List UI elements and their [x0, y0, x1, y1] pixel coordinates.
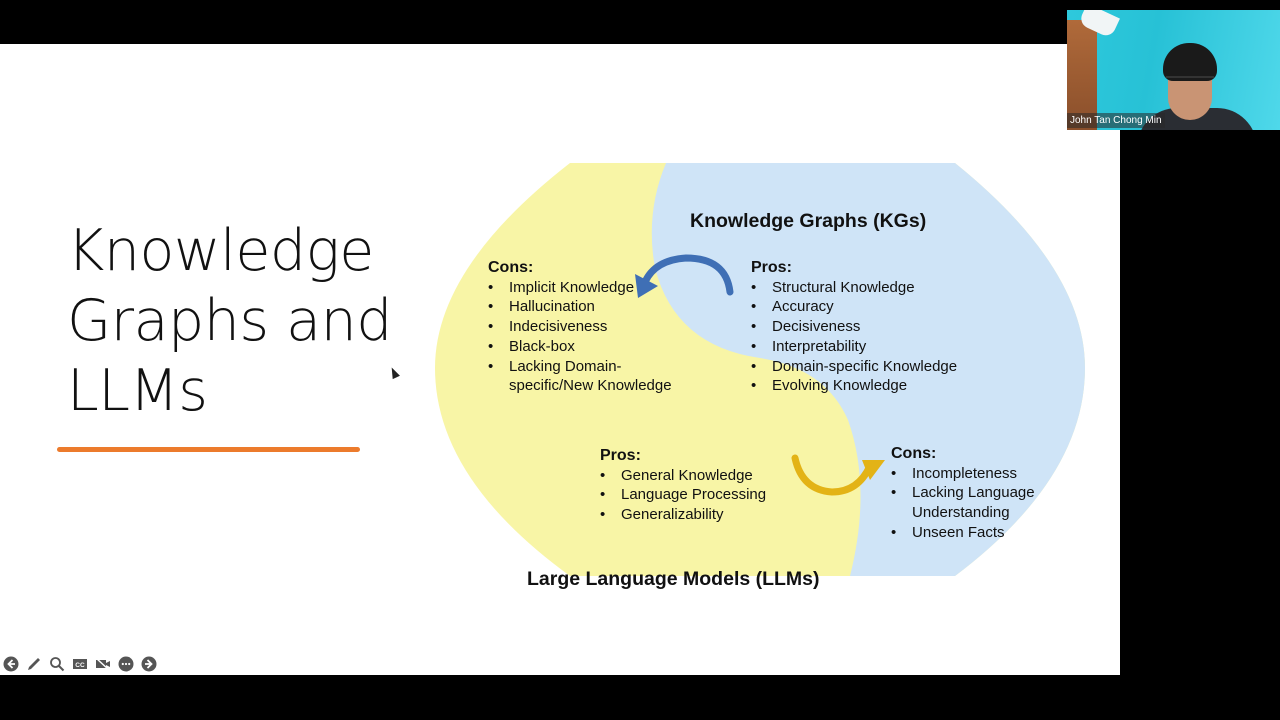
camera-off-button[interactable] [94, 655, 112, 673]
list-item: Lacking Domain-specific/New Knowledge [488, 357, 672, 396]
kg-cons-list: Incompleteness Lacking LanguageUnderstan… [891, 464, 1035, 543]
list-item: Accuracy [751, 297, 957, 317]
title-line-2: Graphs and [67, 288, 392, 354]
list-item: General Knowledge [600, 466, 766, 486]
list-item: Generalizability [600, 505, 766, 525]
participant-video-tile[interactable]: John Tan Chong Min [1067, 10, 1280, 130]
participant-name-label: John Tan Chong Min [1067, 113, 1165, 128]
llm-pros-label: Pros: [600, 447, 641, 464]
pen-button[interactable] [25, 655, 43, 673]
pen-icon [28, 658, 40, 670]
list-item: Domain-specific Knowledge [751, 357, 957, 377]
list-item: Decisiveness [751, 317, 957, 337]
llm-cons-block: Cons: Implicit Knowledge Hallucination I… [488, 258, 672, 396]
llm-cons-label: Cons: [488, 259, 534, 276]
kg-pros-list: Structural Knowledge Accuracy Decisivene… [751, 278, 957, 396]
more-dots-icon [118, 656, 134, 672]
magnifier-icon [50, 657, 65, 672]
llm-heading: Large Language Models (LLMs) [527, 568, 820, 590]
title-line-3: LLMs [67, 358, 208, 424]
list-item: Hallucination [488, 297, 672, 317]
arrow-left-circle-icon [3, 656, 19, 672]
list-item: Unseen Facts [891, 523, 1035, 543]
llm-pros-block: Pros: General Knowledge Language Process… [600, 446, 766, 525]
previous-slide-button[interactable] [2, 655, 20, 673]
presentation-toolbar: CC [2, 655, 158, 673]
list-item: Interpretability [751, 337, 957, 357]
list-item: Language Processing [600, 485, 766, 505]
kg-llm-yin-yang-diagram: Knowledge Graphs (KGs) Cons: Implicit Kn… [430, 158, 1090, 590]
title-underline [57, 447, 360, 452]
llm-cons-list: Implicit Knowledge Hallucination Indecis… [488, 278, 672, 396]
list-item: Incompleteness [891, 464, 1035, 484]
more-options-button[interactable] [117, 655, 135, 673]
presentation-slide: Knowledge Graphs and LLMs Knowledge Grap… [0, 44, 1120, 675]
kg-cons-block: Cons: Incompleteness Lacking LanguageUnd… [891, 444, 1035, 543]
list-item: Structural Knowledge [751, 278, 957, 298]
participant-glasses [1166, 76, 1214, 78]
next-slide-button[interactable] [140, 655, 158, 673]
camera-off-icon [95, 657, 110, 671]
video-background-wall [1067, 20, 1097, 130]
svg-text:CC: CC [75, 662, 85, 669]
list-item: Implicit Knowledge [488, 278, 672, 298]
title-line-1: Knowledge [67, 218, 374, 284]
kg-cons-label: Cons: [891, 445, 937, 462]
kg-pros-block: Pros: Structural Knowledge Accuracy Deci… [751, 258, 957, 396]
participant-shoulders [1137, 108, 1257, 130]
kg-heading: Knowledge Graphs (KGs) [690, 210, 927, 232]
kg-pros-label: Pros: [751, 259, 792, 276]
cc-icon: CC [73, 659, 87, 669]
list-item: Black-box [488, 337, 672, 357]
zoom-button[interactable] [48, 655, 66, 673]
arrow-right-circle-icon [141, 656, 157, 672]
list-item: Indecisiveness [488, 317, 672, 337]
llm-pros-list: General Knowledge Language Processing Ge… [600, 466, 766, 525]
participant-hair [1163, 43, 1217, 81]
list-item: Evolving Knowledge [751, 376, 957, 396]
slide-title: Knowledge Graphs and LLMs [67, 216, 392, 426]
closed-captions-button[interactable]: CC [71, 655, 89, 673]
